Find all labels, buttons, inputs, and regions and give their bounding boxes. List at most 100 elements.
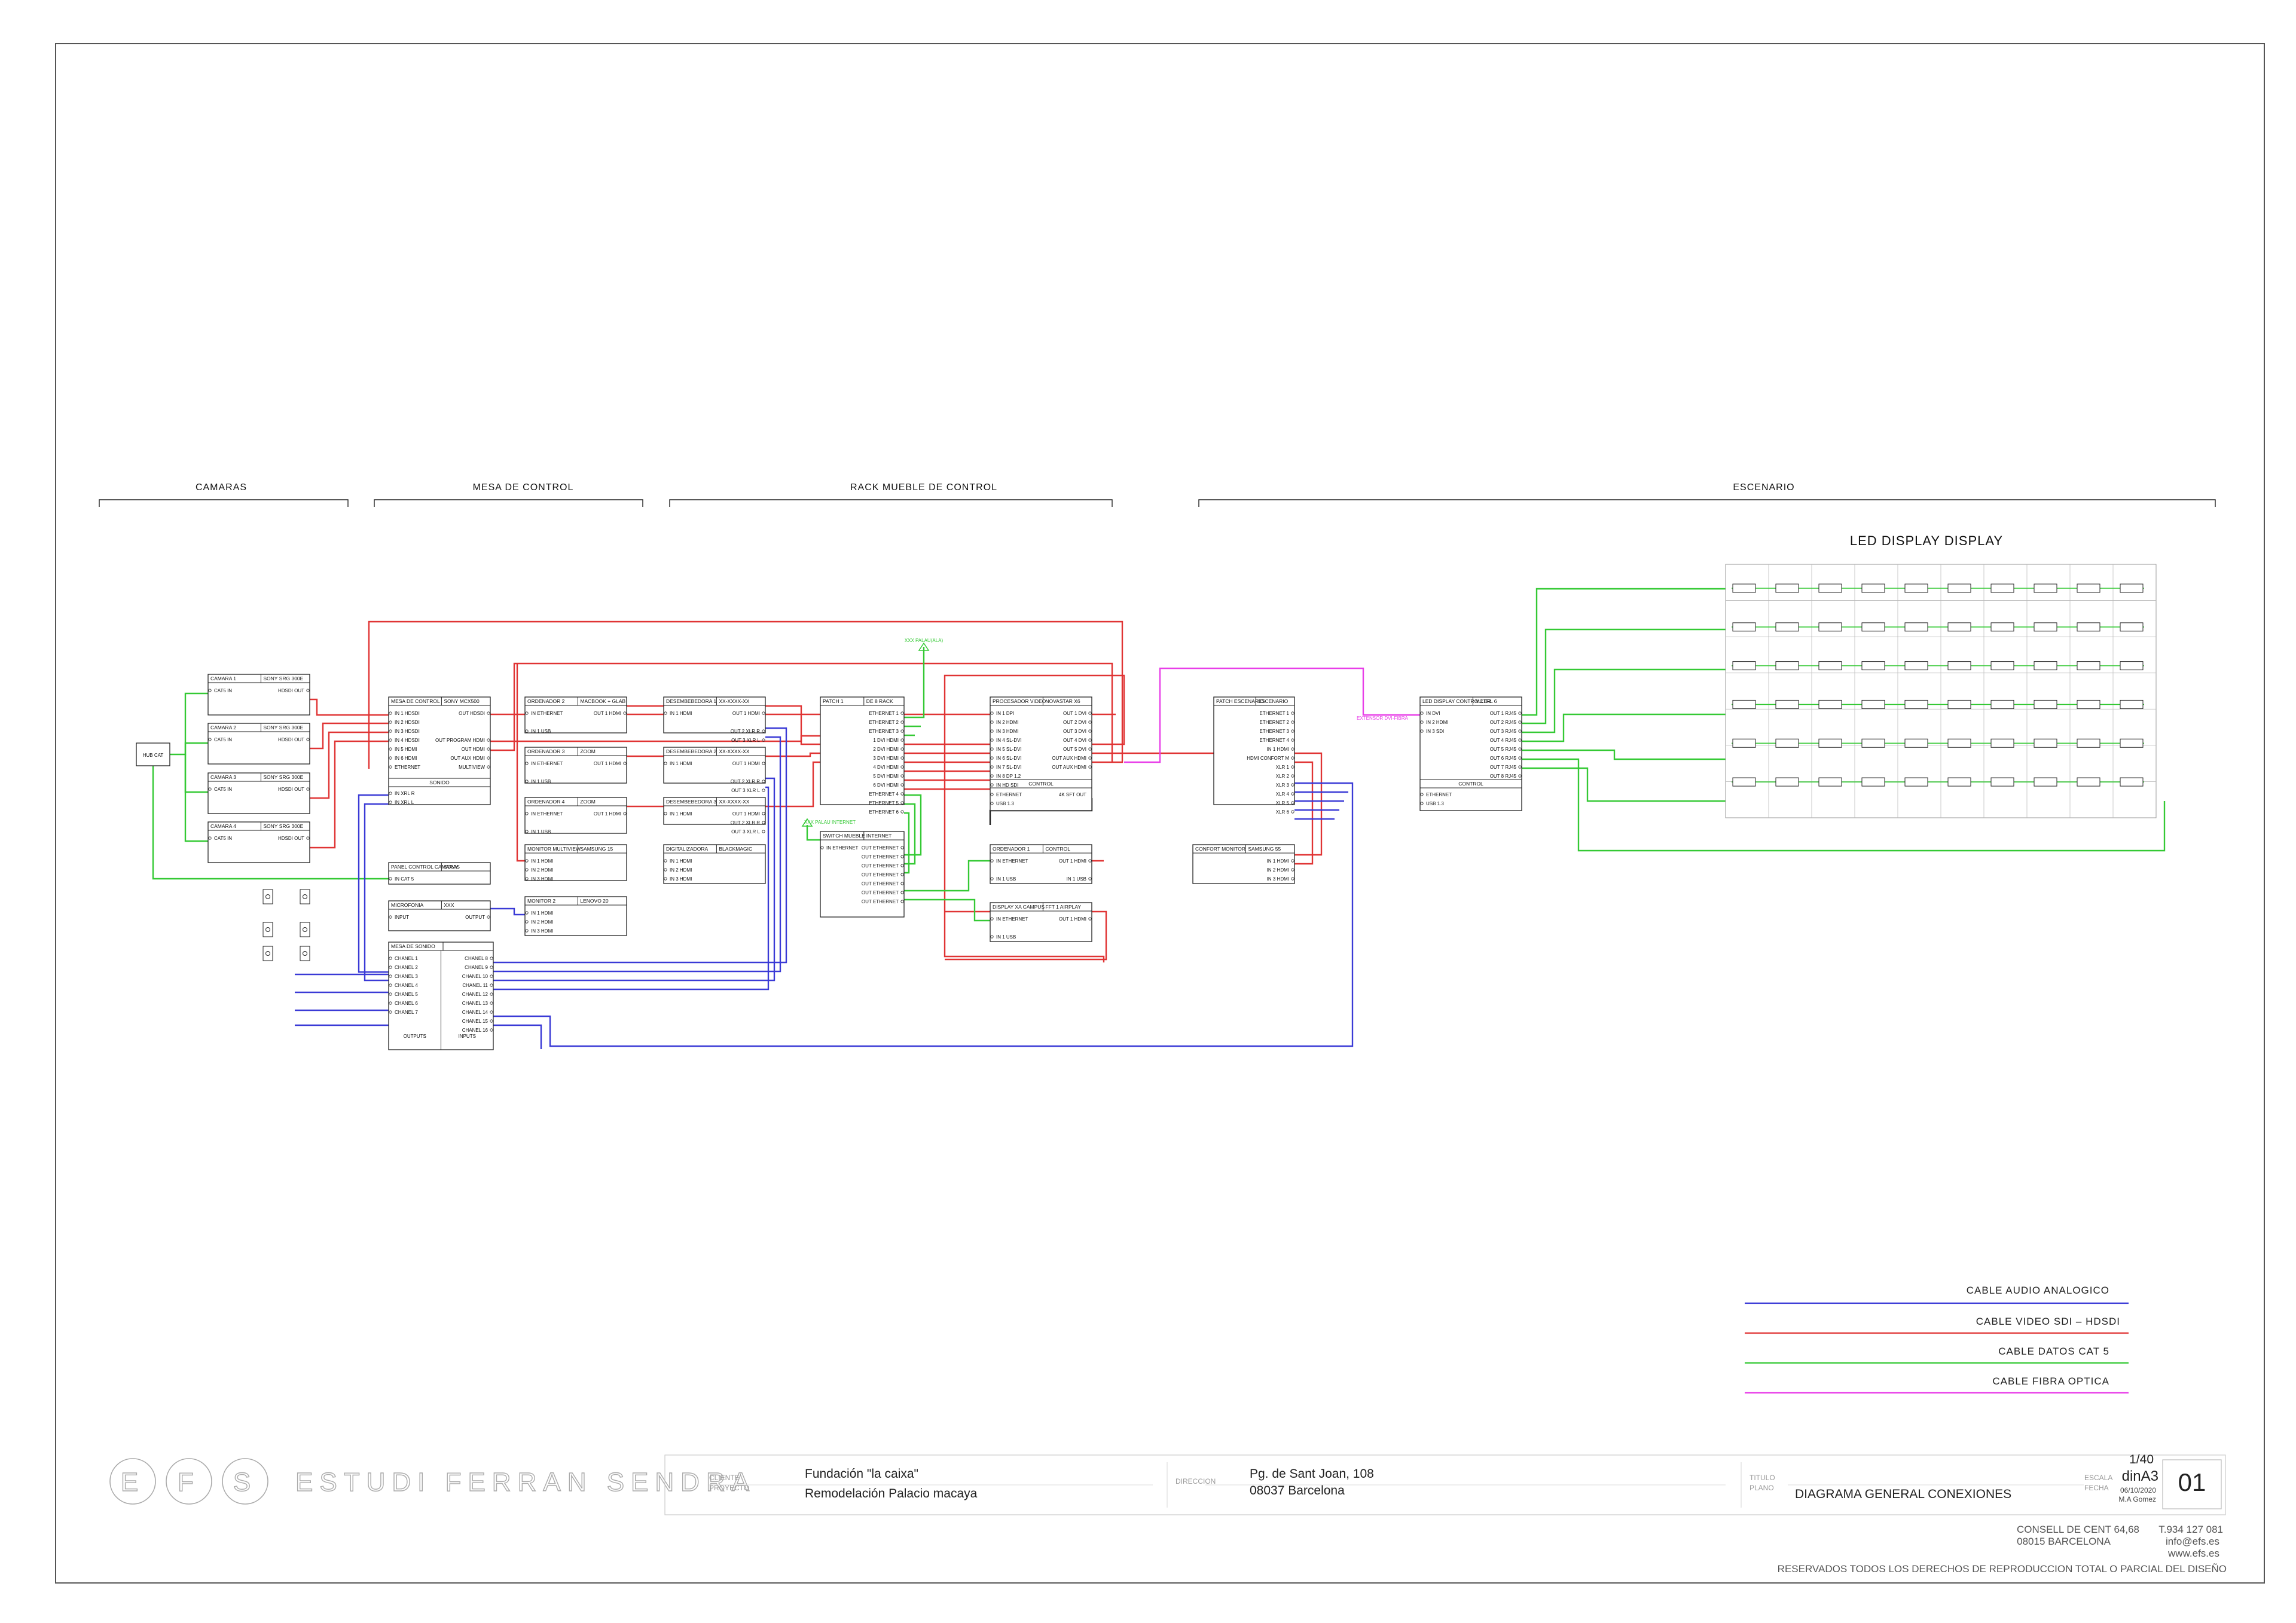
port-in[interactable] — [1420, 793, 1424, 796]
port-in[interactable] — [525, 877, 529, 881]
port-in[interactable] — [389, 915, 392, 919]
port-in[interactable] — [389, 956, 392, 960]
port-out[interactable] — [487, 765, 490, 769]
port-out[interactable] — [490, 956, 493, 960]
port-out[interactable] — [623, 762, 627, 765]
port-out[interactable] — [900, 882, 904, 885]
port-out[interactable] — [490, 1028, 493, 1032]
port-out[interactable] — [900, 720, 904, 724]
port-out[interactable] — [1291, 868, 1294, 872]
port-in[interactable] — [525, 929, 529, 933]
port-in[interactable] — [664, 859, 667, 863]
port-in[interactable] — [389, 765, 392, 769]
port-in[interactable] — [990, 729, 994, 733]
port-out[interactable] — [762, 812, 765, 815]
port-in[interactable] — [525, 911, 529, 915]
port-out[interactable] — [900, 756, 904, 760]
port-out[interactable] — [900, 801, 904, 805]
port-in[interactable] — [990, 935, 994, 939]
port-out[interactable] — [1518, 765, 1522, 769]
port-out[interactable] — [623, 711, 627, 715]
port-out[interactable] — [900, 900, 904, 903]
port-in[interactable] — [664, 868, 667, 872]
port-in[interactable] — [990, 859, 994, 863]
port-out[interactable] — [900, 864, 904, 867]
port-out[interactable] — [1518, 711, 1522, 715]
port-out[interactable] — [900, 891, 904, 894]
port-out[interactable] — [1518, 738, 1522, 742]
port-in[interactable] — [664, 812, 667, 815]
port-out[interactable] — [490, 1001, 493, 1005]
port-in[interactable] — [208, 738, 212, 741]
port-in[interactable] — [820, 846, 824, 849]
port-out[interactable] — [487, 747, 490, 751]
port-out[interactable] — [762, 830, 765, 833]
port-out[interactable] — [1291, 774, 1294, 778]
port-out[interactable] — [1088, 729, 1092, 733]
port-in[interactable] — [1420, 711, 1424, 715]
port-in[interactable] — [990, 877, 994, 881]
port-in[interactable] — [525, 920, 529, 924]
port-out[interactable] — [490, 965, 493, 969]
port-in[interactable] — [208, 836, 212, 840]
port-out[interactable] — [1291, 783, 1294, 787]
hub-cat[interactable]: HUB CAT — [136, 742, 170, 766]
port-out[interactable] — [1088, 765, 1092, 769]
port-in[interactable] — [664, 877, 667, 881]
port-in[interactable] — [1420, 729, 1424, 733]
port-out[interactable] — [1291, 859, 1294, 863]
port-in[interactable] — [389, 974, 392, 978]
port-out[interactable] — [900, 783, 904, 787]
port-out[interactable] — [1291, 720, 1294, 724]
port-in[interactable] — [208, 689, 212, 692]
port-out[interactable] — [490, 992, 493, 996]
port-in[interactable] — [990, 747, 994, 751]
port-out[interactable] — [762, 738, 765, 742]
port-out[interactable] — [762, 780, 765, 783]
port-out[interactable] — [900, 855, 904, 858]
port-out[interactable] — [1088, 720, 1092, 724]
port-out[interactable] — [900, 792, 904, 796]
port-out[interactable] — [490, 1019, 493, 1023]
port-in[interactable] — [525, 868, 529, 872]
port-in[interactable] — [990, 802, 994, 805]
port-out[interactable] — [1291, 765, 1294, 769]
port-out[interactable] — [306, 836, 310, 840]
port-out[interactable] — [1088, 711, 1092, 715]
port-out[interactable] — [1088, 738, 1092, 742]
port-in[interactable] — [664, 711, 667, 715]
port-in[interactable] — [525, 729, 529, 733]
port-in[interactable] — [990, 917, 994, 921]
port-in[interactable] — [525, 812, 529, 815]
port-out[interactable] — [1291, 711, 1294, 715]
port-out[interactable] — [900, 765, 904, 769]
port-in[interactable] — [525, 780, 529, 783]
port-out[interactable] — [1518, 747, 1522, 751]
port-out[interactable] — [306, 689, 310, 692]
port-out[interactable] — [1291, 738, 1294, 742]
port-out[interactable] — [306, 738, 310, 741]
port-out[interactable] — [762, 729, 765, 733]
port-out[interactable] — [1291, 729, 1294, 733]
port-out[interactable] — [762, 788, 765, 792]
port-in[interactable] — [389, 791, 392, 795]
port-out[interactable] — [1088, 917, 1092, 921]
